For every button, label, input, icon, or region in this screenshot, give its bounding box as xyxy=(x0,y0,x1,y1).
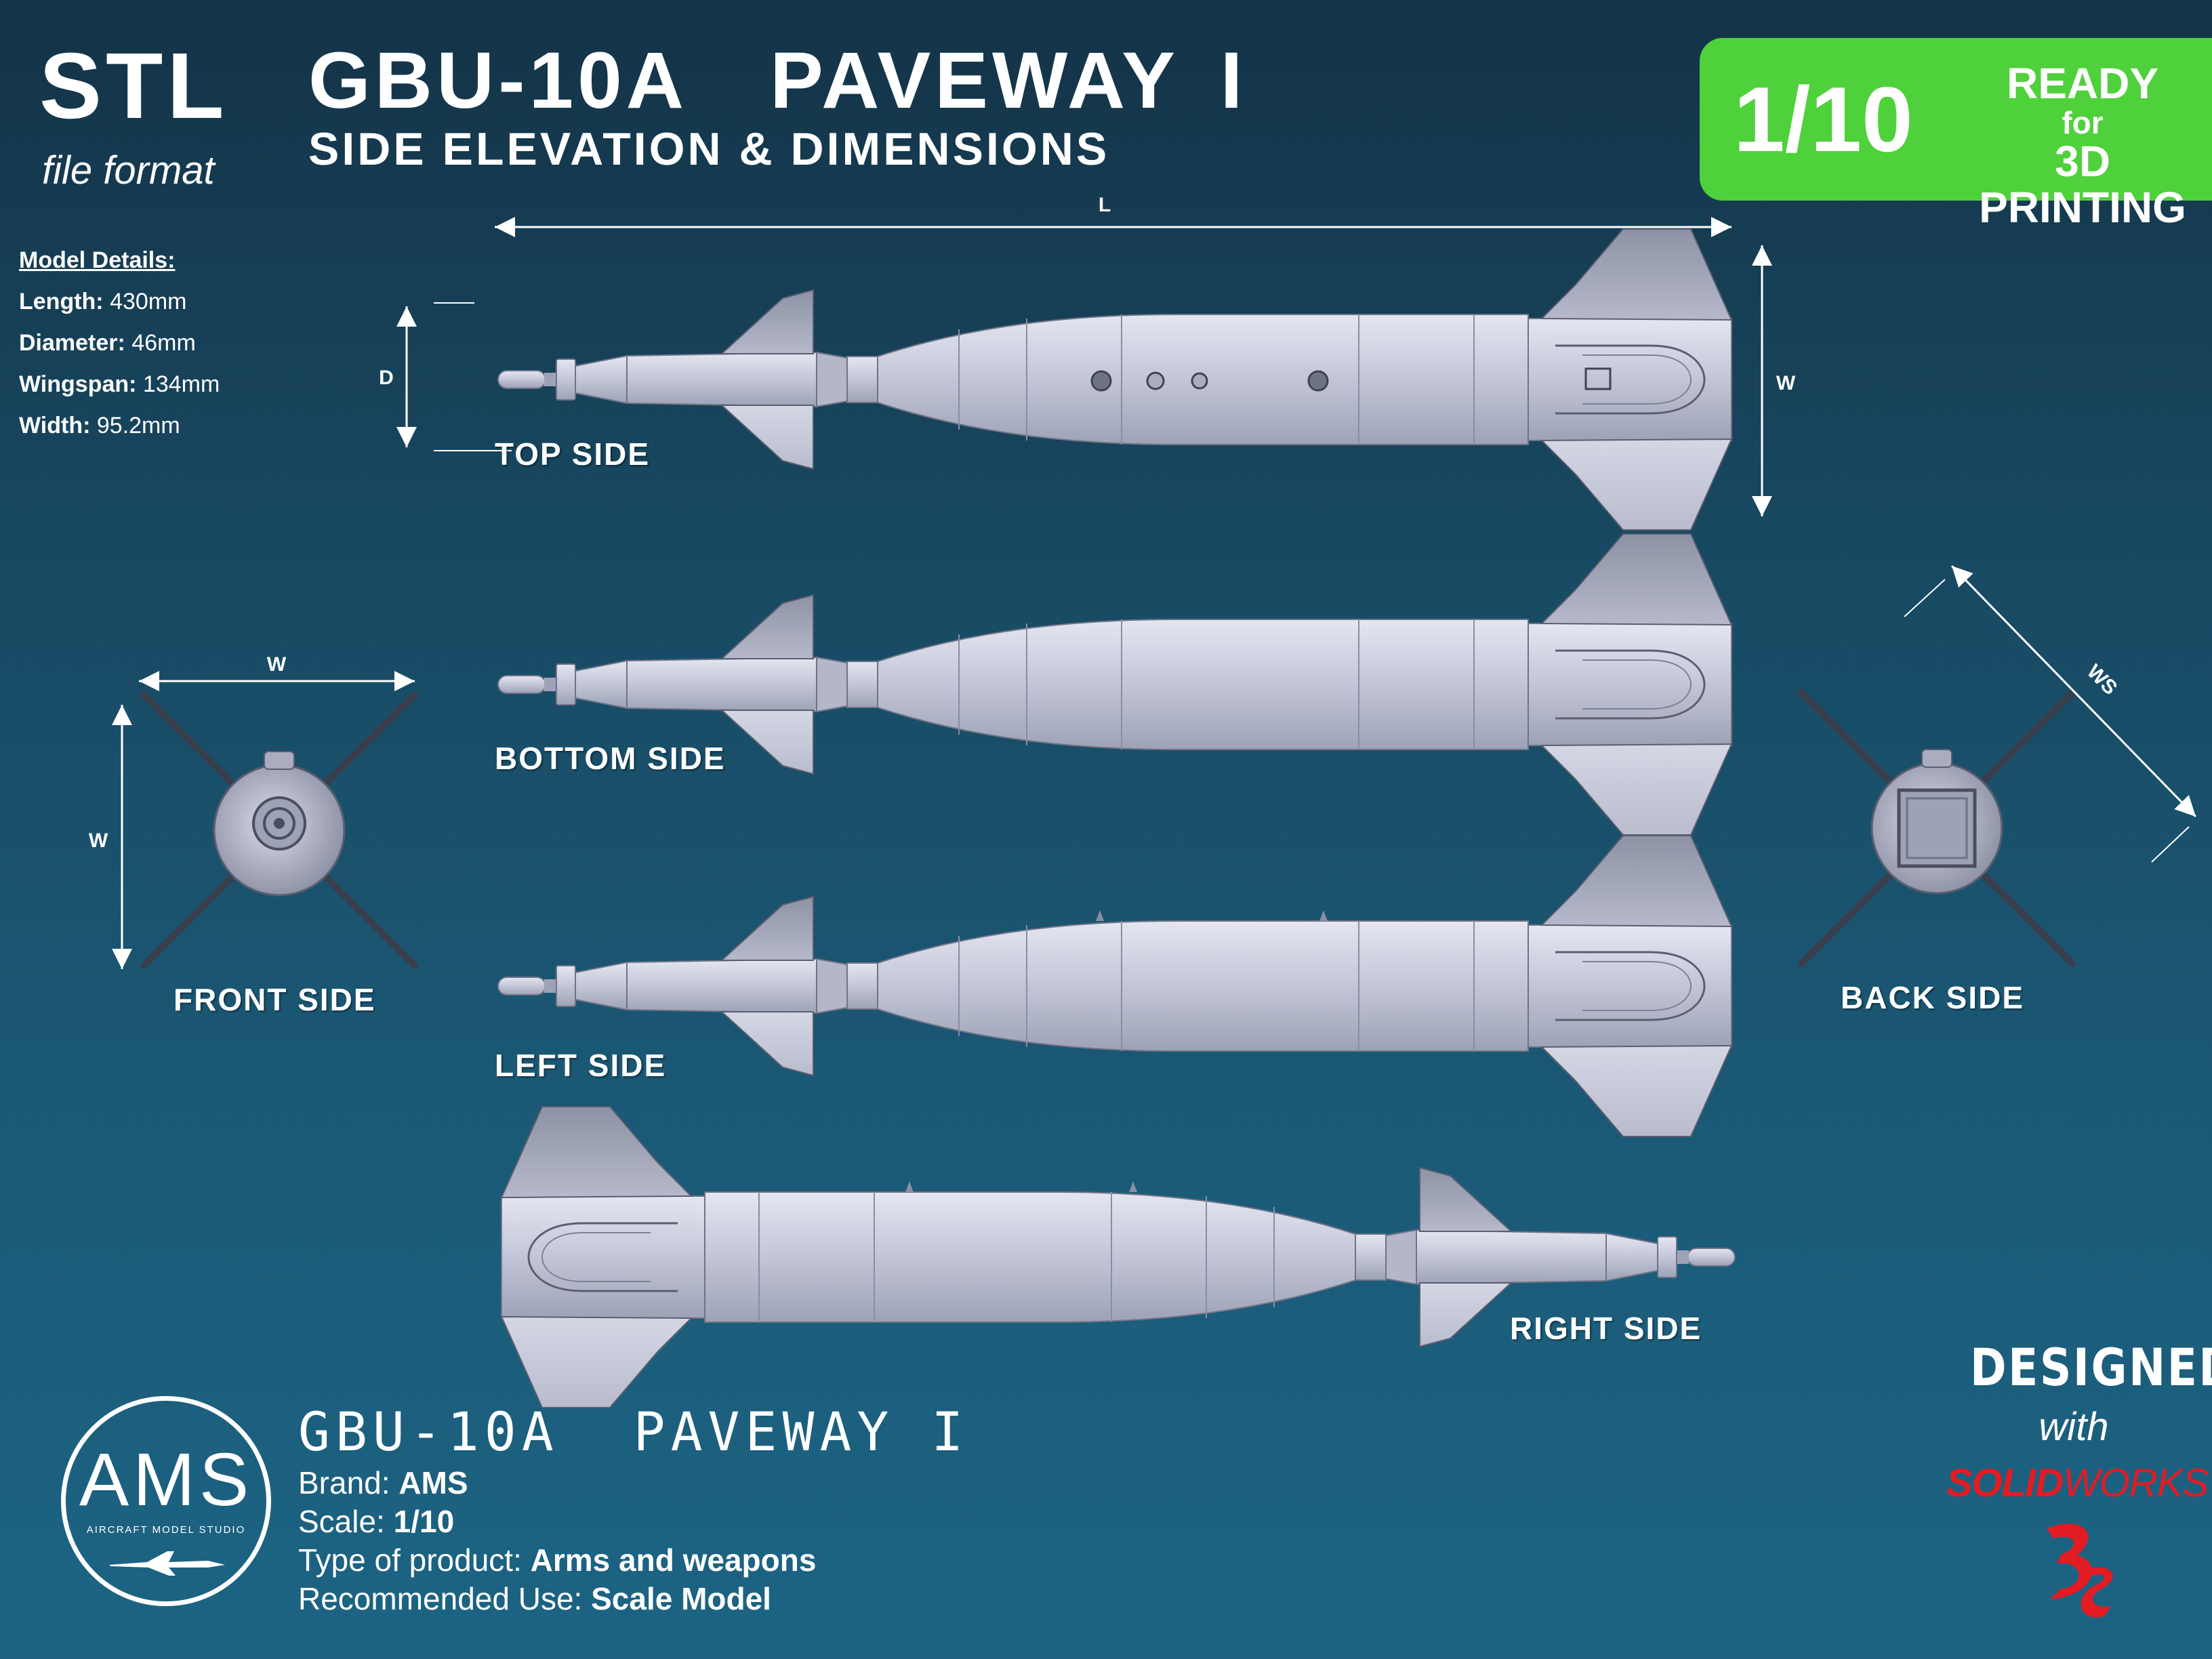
info-scale: Scale: 1/10 xyxy=(298,1504,455,1539)
right-side-view xyxy=(500,1105,1736,1409)
left-side-view xyxy=(497,834,1733,1138)
diameter-dimension-label: D xyxy=(379,367,394,389)
length-dimension-label: L xyxy=(1099,194,1111,216)
wingspan-extension-top xyxy=(1904,579,1946,617)
front-view xyxy=(144,695,415,966)
front-width-dimension-label: W xyxy=(267,653,287,676)
bottom-side-label: BOTTOM SIDE xyxy=(495,741,726,776)
right-side-label: RIGHT SIDE xyxy=(1510,1311,1702,1346)
solidworks-solid: SOLID xyxy=(1946,1461,2064,1505)
format-label: STL xyxy=(39,34,228,138)
model-details: Model Details: Length: 430mm Diameter: 4… xyxy=(19,240,220,447)
badge-scale: 1/10 xyxy=(1734,68,1913,171)
bottom-side-view xyxy=(497,533,1733,836)
left-side-label: LEFT SIDE xyxy=(495,1048,667,1083)
badge-printing: 3D PRINTING xyxy=(1979,137,2186,232)
product-name: GBU-10A PAVEWAY I xyxy=(298,1402,969,1463)
detail-width: Width: 95.2mm xyxy=(19,413,180,438)
detail-length: Length: 430mm xyxy=(19,289,187,314)
info-type: Type of product: Arms and weapons xyxy=(298,1542,817,1578)
solidworks-works: WORKS xyxy=(2063,1461,2209,1505)
wingspan-dimension-label: WS xyxy=(2083,661,2122,700)
brand-logo-subtext: AIRCRAFT MODEL STUDIO xyxy=(86,1524,246,1536)
brand-logo-text: AMS xyxy=(79,1438,253,1521)
jet-silhouette-icon xyxy=(110,1551,225,1576)
info-brand: Brand: AMS xyxy=(298,1465,468,1500)
format-sublabel: file format xyxy=(42,148,215,192)
badge-ready-text: READY for 3D PRINTING xyxy=(1950,59,2212,232)
page-subtitle: SIDE ELEVATION & DIMENSIONS xyxy=(308,123,1110,175)
detail-diameter: Diameter: 46mm xyxy=(19,330,196,356)
badge-for: for xyxy=(2062,105,2104,141)
front-height-dimension-label: W xyxy=(89,830,108,852)
top-side-view xyxy=(497,228,1733,531)
page-title: GBU-10A PAVEWAY I xyxy=(308,36,1247,125)
width-dimension-label: W xyxy=(1776,372,1796,394)
scale-badge: 1/10 READY for 3D PRINTING xyxy=(1700,38,2212,230)
info-use: Recommended Use: Scale Model xyxy=(298,1581,771,1616)
front-side-label: FRONT SIDE xyxy=(173,982,376,1017)
wingspan-extension-bottom xyxy=(2151,826,2190,863)
detail-wingspan: Wingspan: 134mm xyxy=(19,371,220,397)
ds-logo-icon xyxy=(2047,1523,2113,1618)
top-side-label: TOP SIDE xyxy=(495,436,651,472)
designed-label: DESIGNED xyxy=(1970,1337,2212,1397)
product-info: Brand: AMS Scale: 1/10 Type of product: … xyxy=(298,1464,816,1618)
back-view xyxy=(1801,693,2072,964)
brand-logo: AMS AIRCRAFT MODEL STUDIO xyxy=(61,1396,271,1606)
back-side-label: BACK SIDE xyxy=(1841,980,2025,1015)
with-label: with xyxy=(2039,1405,2109,1449)
badge-ready: READY xyxy=(2006,59,2159,108)
wingspan-dimension-line xyxy=(1950,565,2197,818)
solidworks-logo: SOLIDWORKS xyxy=(1945,1460,2209,1506)
model-details-heading: Model Details: xyxy=(19,247,176,273)
